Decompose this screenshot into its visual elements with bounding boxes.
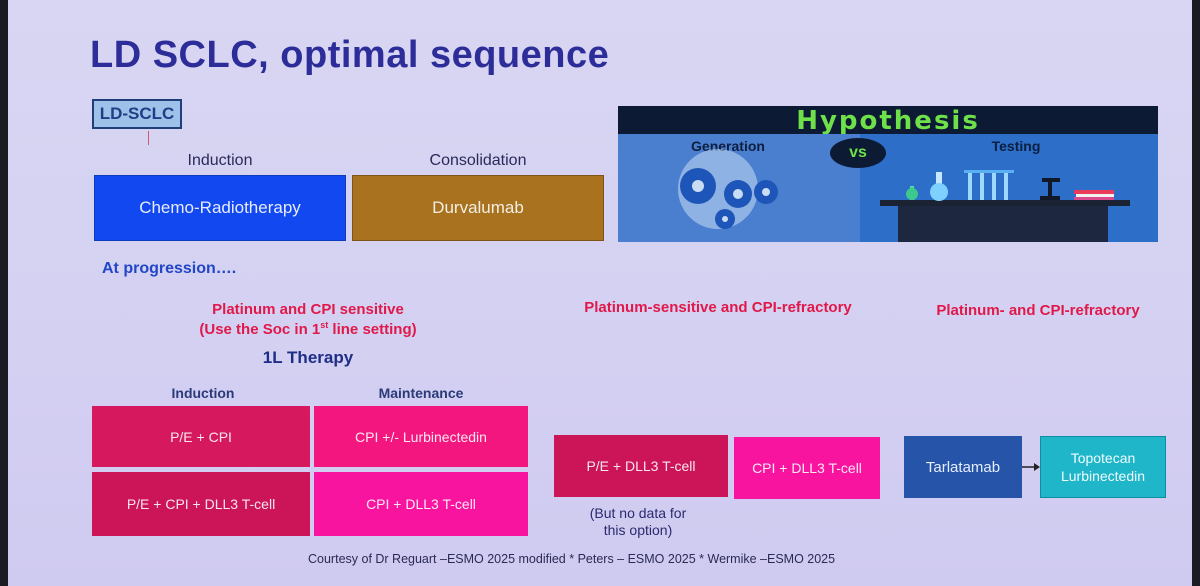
hypothesis-title: Hypothesis (796, 106, 980, 136)
induction-header: Induction (187, 152, 253, 169)
testing-label: Testing (991, 138, 1041, 154)
progression-label: At progression…. (102, 260, 237, 277)
col1-maintenance-header: Maintenance (378, 385, 464, 401)
hypothesis-illustration (678, 149, 1130, 242)
col1-heading-line2-pre: (Use the Soc in 1 (199, 321, 321, 338)
cpi-dll3-box-col1: CPI + DLL3 T-cell (314, 472, 528, 536)
col1-heading-line2-post: line setting) (328, 321, 417, 338)
col1-heading-line1: Platinum and CPI sensitive (212, 301, 404, 318)
pe-dll3-box: P/E + DLL3 T-cell (554, 435, 728, 497)
cpi-lurbinectedin-box: CPI +/- Lurbinectedin (314, 406, 528, 467)
lab-flask-icon (906, 170, 1014, 201)
footer-credits: Courtesy of Dr Reguart –ESMO 2025 modifi… (308, 552, 836, 566)
books-icon (1074, 190, 1114, 200)
col1-heading-line2: (Use the Soc in 1st line setting) (158, 320, 458, 338)
topotecan-lurbinectedin-box: Topotecan Lurbinectedin (1040, 436, 1166, 498)
pe-cpi-box: P/E + CPI (92, 406, 310, 467)
slide-title: LD SCLC, optimal sequence (90, 34, 610, 76)
tarlatamab-box: Tarlatamab (904, 436, 1022, 498)
pe-cpi-dll3-box: P/E + CPI + DLL3 T-cell (92, 472, 310, 536)
col1-heading-line2-sup: st (320, 320, 329, 330)
hypothesis-image: Hypothesis Generation Testing vs (618, 106, 1158, 242)
slide: LD SCLC, optimal sequence LD-SCLC Induct… (8, 0, 1192, 586)
microscope-icon (1040, 178, 1060, 200)
col1-subheading: 1L Therapy (262, 348, 354, 367)
chemo-radiotherapy-box: Chemo-Radiotherapy (94, 175, 346, 241)
ld-sclc-tag: LD-SCLC (92, 99, 182, 129)
lurbinectedin-label: Lurbinectedin (1060, 468, 1146, 484)
col2-note: (But no data for this option) (589, 505, 687, 538)
arrow-right-icon (1022, 463, 1040, 471)
gear-icon (680, 168, 778, 229)
topotecan-label: Topotecan (1070, 450, 1136, 466)
col1-induction-header: Induction (171, 385, 235, 401)
consolidation-header: Consolidation (429, 152, 527, 169)
vs-badge: vs (830, 138, 886, 168)
cpi-dll3-box-col2: CPI + DLL3 T-cell (734, 437, 880, 499)
col3-heading: Platinum- and CPI-refractory (936, 302, 1140, 319)
hypothesis-banner (618, 106, 1158, 134)
durvalumab-box: Durvalumab (352, 175, 604, 241)
tag-connector (148, 131, 149, 145)
col2-heading: Platinum-sensitive and CPI-refractory (584, 299, 852, 316)
